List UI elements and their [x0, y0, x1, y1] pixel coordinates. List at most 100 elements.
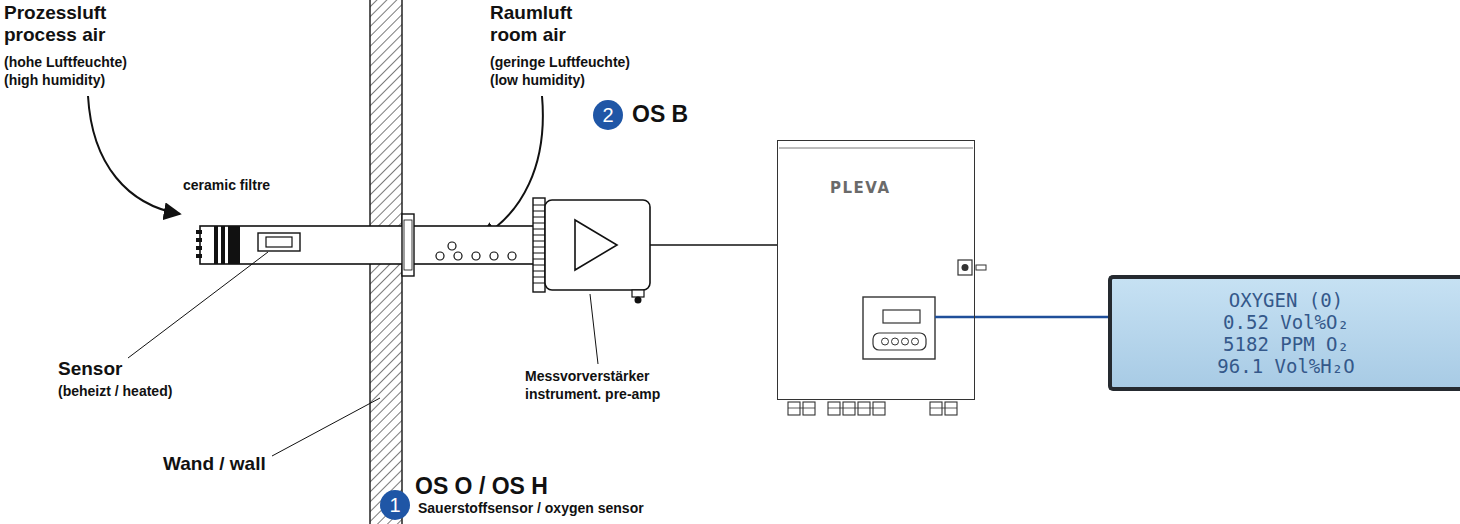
cable-glands — [788, 402, 957, 415]
door-handle — [976, 265, 986, 270]
display-reading: 96.1 Vol%H₂O — [1217, 355, 1354, 377]
leader-line — [128, 252, 268, 358]
terminal — [843, 402, 855, 415]
air-hole — [448, 242, 456, 250]
terminal — [858, 402, 870, 415]
device-description: Sauerstoffsensor / oxygen sensor — [418, 500, 644, 516]
filter-tooth — [196, 246, 202, 250]
humidity-note: (low humidity) — [490, 72, 585, 88]
air-hole — [490, 252, 498, 260]
leader-line — [590, 294, 598, 364]
panel-display — [883, 310, 920, 323]
device-name: OS O / OS H — [415, 473, 548, 500]
preamp-housing — [545, 200, 650, 290]
panel-key — [902, 338, 909, 345]
label-holder: process air — [4, 24, 105, 46]
label-holder: 2 — [593, 100, 623, 130]
part-label: ceramic filtre — [183, 177, 270, 193]
panel-keys — [873, 333, 926, 350]
terminal — [788, 402, 800, 415]
process-air-arrow — [88, 96, 180, 214]
label-holder: Messvorverstärker — [525, 367, 650, 385]
label-holder: OS B — [632, 101, 688, 128]
display-reading: 5182 PPM O₂ — [1223, 333, 1349, 355]
label-holder: Sauerstoffsensor / oxygen sensor — [418, 499, 644, 517]
air-hole — [436, 252, 444, 260]
air-hole — [454, 252, 462, 260]
label-holder: (hohe Luftfeuchte) — [4, 53, 127, 71]
probe-tube — [196, 214, 535, 276]
humidity-note: (high humidity) — [4, 72, 105, 88]
ceramic-filter — [228, 226, 240, 264]
sensor-element — [266, 237, 292, 247]
air-hole — [472, 252, 480, 260]
panel-key — [892, 338, 899, 345]
air-label: Raumluft — [490, 2, 572, 24]
flange-ridges — [533, 205, 545, 283]
display-wire — [935, 316, 975, 319]
humidity-note: (geringe Luftfeuchte) — [490, 54, 630, 70]
lcd-display: OXYGEN (0)0.52 Vol%O₂5182 PPM O₂96.1 Vol… — [1108, 275, 1460, 391]
air-label: room air — [490, 24, 566, 46]
terminal — [945, 402, 957, 415]
filter-tooth — [196, 238, 202, 242]
terminal-lines — [788, 408, 957, 409]
door-lock — [962, 264, 969, 271]
wall-flange — [402, 214, 414, 276]
preamp-gland — [632, 290, 644, 297]
preamp-gland — [635, 297, 642, 304]
label-holder: Raumluft — [490, 2, 572, 24]
part-label: instrument. pre-amp — [525, 386, 660, 402]
display-reading: OXYGEN (0) — [1229, 289, 1343, 311]
terminal — [828, 402, 840, 415]
label-holder: (beheizt / heated) — [58, 382, 172, 400]
door-lock — [958, 260, 972, 275]
label-holder: room air — [490, 24, 566, 46]
air-arrows — [88, 96, 543, 238]
callout-number: 2 — [593, 100, 623, 130]
air-label: process air — [4, 24, 105, 46]
label-holder: Sensor — [58, 358, 122, 380]
filter-tooth — [196, 230, 202, 234]
humidity-note: (hohe Luftfeuchte) — [4, 54, 127, 70]
filter-tooth — [196, 254, 202, 258]
label-holder: (geringe Luftfeuchte) — [490, 53, 630, 71]
leader-line — [272, 398, 380, 456]
label-holder: ceramic filtre — [183, 176, 270, 194]
display-reading: 0.52 Vol%O₂ — [1223, 311, 1349, 333]
air-hole — [508, 252, 516, 260]
preamp-flange — [533, 198, 545, 292]
device-name: OS B — [632, 101, 688, 128]
signal-connector — [975, 316, 1108, 319]
panel-key — [912, 338, 919, 345]
part-label: Wand / wall — [163, 453, 266, 475]
part-label: Messvorverstärker — [525, 368, 650, 384]
tube-body — [200, 226, 535, 264]
sensor-element — [258, 233, 300, 251]
ceramic-filter — [214, 226, 218, 264]
label-holder: Prozessluft — [4, 2, 106, 24]
controller-details — [779, 148, 986, 415]
label-holder: (low humidity) — [490, 71, 585, 89]
terminal — [803, 402, 815, 415]
label-holder: Wand / wall — [163, 453, 266, 475]
leader-lines — [128, 252, 380, 456]
amplifier-symbol — [575, 220, 617, 270]
callout-number: 1 — [380, 490, 410, 520]
brand-name: PLEVA — [830, 179, 891, 197]
display-panel — [863, 297, 935, 359]
wall-flange — [404, 220, 412, 270]
part-note: (beheizt / heated) — [58, 383, 172, 399]
pre-amp — [533, 198, 777, 364]
label-holder: instrument. pre-amp — [525, 385, 660, 403]
panel-key — [882, 338, 889, 345]
air-label: Prozessluft — [4, 2, 106, 24]
part-label: Sensor — [58, 358, 122, 380]
terminal — [930, 402, 942, 415]
ceramic-filter — [221, 226, 225, 264]
label-holder: (high humidity) — [4, 71, 105, 89]
terminal — [873, 402, 885, 415]
